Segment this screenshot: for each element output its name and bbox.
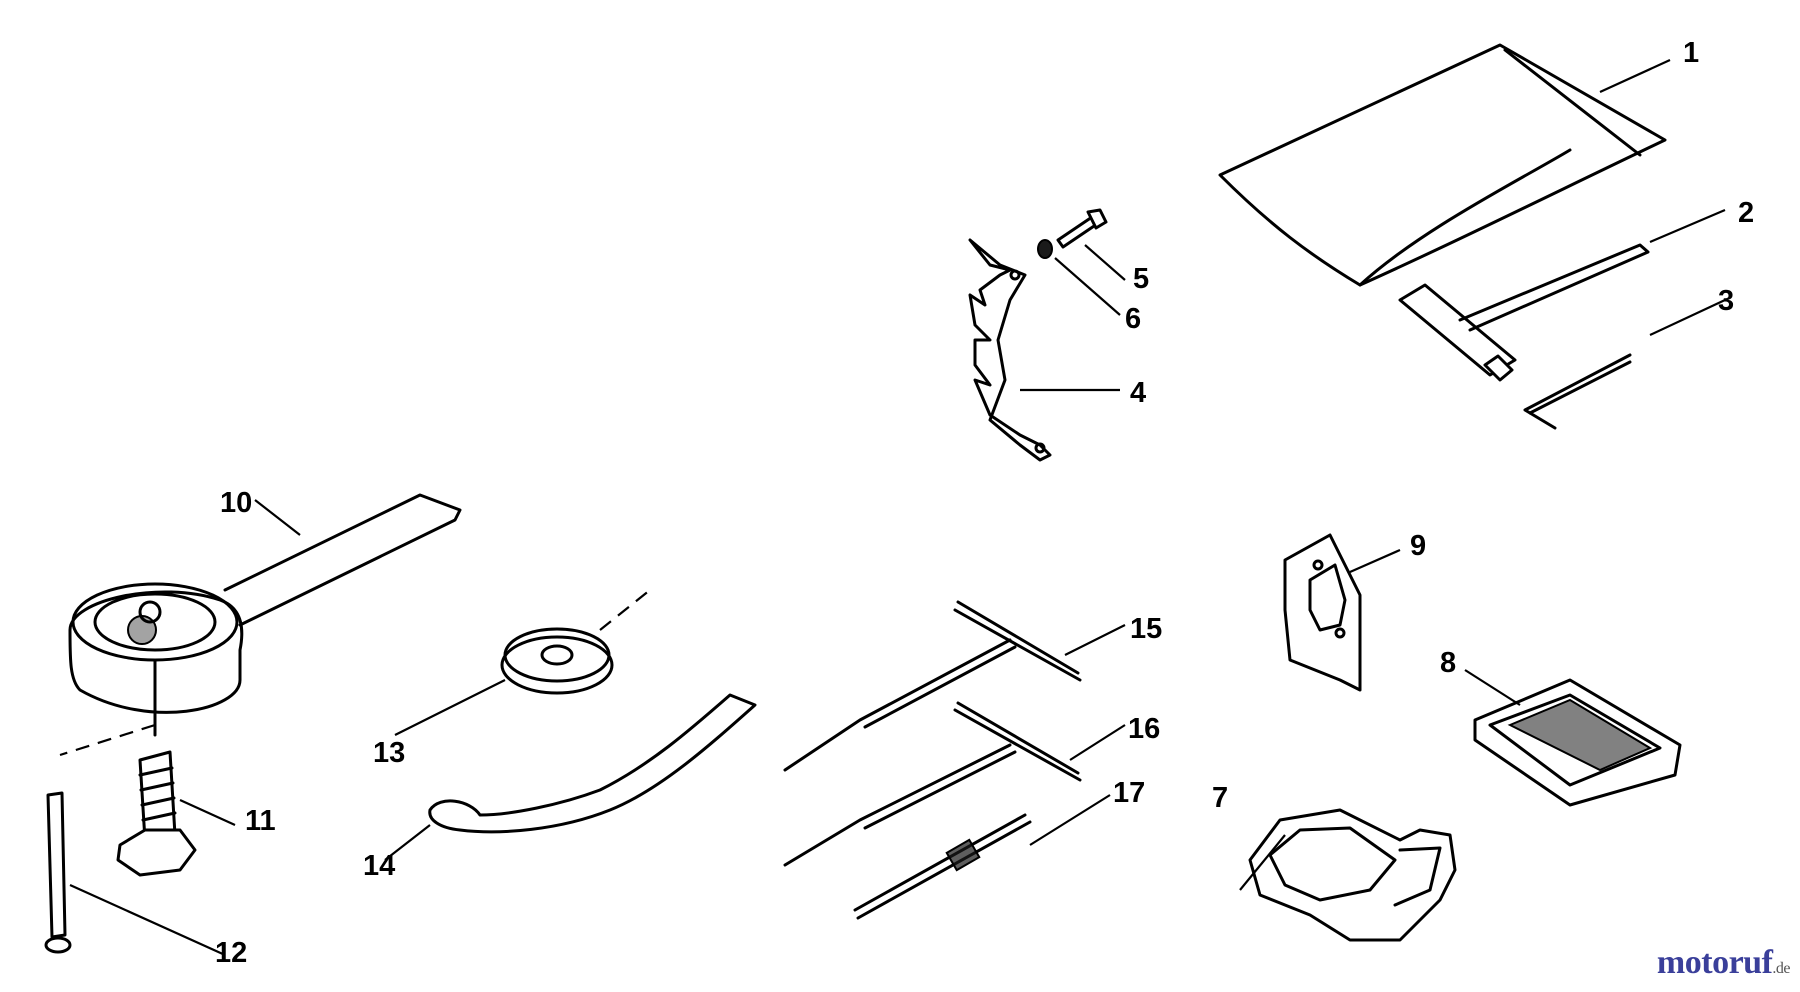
part-12-screw <box>44 791 72 954</box>
watermark-logo: motoruf.de <box>1656 944 1791 982</box>
watermark-brand: motoruf <box>1656 944 1773 981</box>
callout-numbers: 1 2 3 4 5 6 7 8 9 10 11 12 13 14 15 16 1… <box>215 37 1754 969</box>
callout-2: 2 <box>1738 197 1754 229</box>
part-16-t-wrench <box>783 701 1082 867</box>
leader-lines <box>59 58 1726 957</box>
callout-4: 4 <box>1130 377 1146 409</box>
part-17-screwdriver <box>853 813 1032 920</box>
callout-9: 9 <box>1410 530 1426 562</box>
part-14-hook <box>428 693 757 834</box>
callout-10: 10 <box>220 487 252 519</box>
callout-6: 6 <box>1125 303 1141 335</box>
callout-14: 14 <box>363 850 395 882</box>
part-1-manual <box>1218 43 1667 287</box>
callout-17: 17 <box>1113 777 1145 809</box>
part-13-pulley <box>500 589 651 695</box>
callout-8: 8 <box>1440 647 1456 679</box>
callout-12: 12 <box>215 937 247 969</box>
part-10-ring-tool <box>68 493 462 737</box>
part-8-air-filter <box>1473 678 1682 807</box>
part-3-hex-key <box>1523 353 1632 430</box>
part-5-screw <box>1056 208 1108 249</box>
callout-1: 1 <box>1683 37 1699 69</box>
part-15-t-wrench <box>783 600 1082 772</box>
callout-16: 16 <box>1128 713 1160 745</box>
part-7-filter-housing <box>1248 808 1457 942</box>
callout-13: 13 <box>373 737 405 769</box>
callout-7: 7 <box>1212 782 1228 814</box>
callout-3: 3 <box>1718 285 1734 317</box>
part-11-bolt <box>116 750 197 877</box>
part-6-washer <box>1037 239 1053 259</box>
part-9-gasket <box>1283 533 1362 692</box>
callout-5: 5 <box>1133 263 1149 295</box>
watermark-suffix: .de <box>1772 960 1790 977</box>
part-4-bumper-spike <box>968 238 1052 462</box>
callout-15: 15 <box>1130 613 1162 645</box>
callout-11: 11 <box>245 805 276 837</box>
part-2-combination-wrench <box>1398 243 1650 382</box>
